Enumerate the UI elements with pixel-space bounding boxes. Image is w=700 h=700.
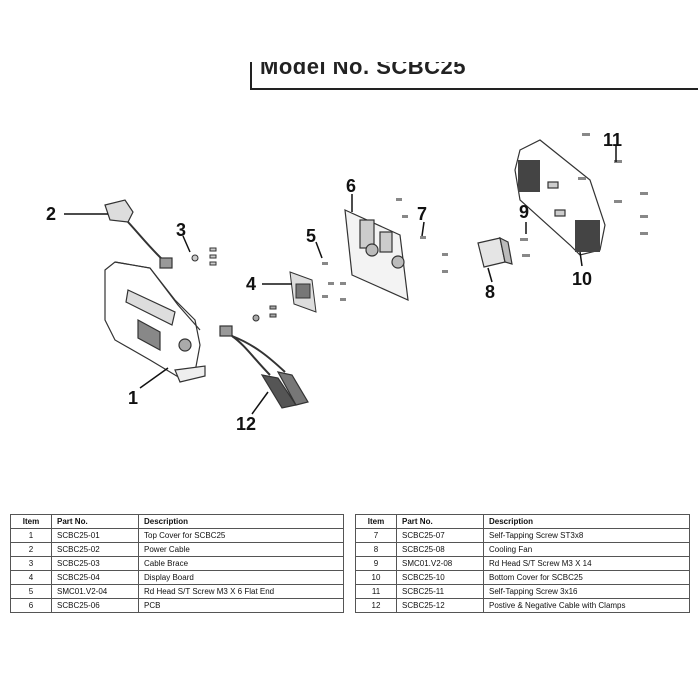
table-row: 4 SCBC25-04 Display Board	[10, 570, 344, 585]
cell-part-no: SCBC25-11	[396, 584, 484, 599]
callout-12: 12	[236, 414, 256, 434]
cell-description: Power Cable	[138, 542, 344, 557]
parts-table-right: Item Part No. Description 7 SCBC25-07 Se…	[355, 514, 690, 613]
parts-table-left: Item Part No. Description 1 SCBC25-01 To…	[10, 514, 344, 613]
cell-part-no: SCBC25-08	[396, 542, 484, 557]
cell-description: Display Board	[138, 570, 344, 585]
part-cooling-fan	[477, 236, 513, 268]
cell-description: Self-Tapping Screw 3x16	[483, 584, 690, 599]
cell-part-no: SCBC25-07	[396, 528, 484, 543]
cell-part-no: SCBC25-01	[51, 528, 139, 543]
part-clamp-cable	[219, 325, 309, 409]
table-row: 12 SCBC25-12 Postive & Negative Cable wi…	[355, 598, 690, 613]
cell-part-no: SCBC25-12	[396, 598, 484, 613]
part-screws-m3x14	[520, 238, 530, 257]
callout-5: 5	[306, 226, 316, 246]
cell-item: 6	[10, 598, 52, 613]
header-description: Description	[483, 514, 690, 529]
cell-item: 10	[355, 570, 397, 585]
callout-2: 2	[46, 204, 56, 224]
cell-description: Postive & Negative Cable with Clamps	[483, 598, 690, 613]
table-row: 5 SMC01.V2-04 Rd Head S/T Screw M3 X 6 F…	[10, 584, 344, 599]
cell-item: 5	[10, 584, 52, 599]
table-header-row: Item Part No. Description	[10, 514, 344, 529]
cell-item: 9	[355, 556, 397, 571]
header-item: Item	[10, 514, 52, 529]
part-display-board	[252, 271, 317, 322]
cell-description: Self-Tapping Screw ST3x8	[483, 528, 690, 543]
cell-item: 1	[10, 528, 52, 543]
callout-8: 8	[485, 282, 495, 302]
cell-description: Cable Brace	[138, 556, 344, 571]
part-screws-st3x8	[396, 198, 448, 273]
callout-1: 1	[128, 388, 138, 408]
exploded-view-drawing: 1 2 3 4 5 6 7 8 9 10 11 12	[46, 130, 648, 434]
cell-item: 8	[355, 542, 397, 557]
title-frame	[250, 62, 698, 90]
part-cable-brace	[191, 247, 217, 266]
cell-part-no: SMC01.V2-04	[51, 584, 139, 599]
cell-item: 3	[10, 556, 52, 571]
part-screws-m3x6	[322, 262, 346, 301]
cell-part-no: SMC01.V2-08	[396, 556, 484, 571]
callout-11: 11	[603, 130, 622, 150]
cell-description: Cooling Fan	[483, 542, 690, 557]
cell-item: 11	[355, 584, 397, 599]
header-item: Item	[355, 514, 397, 529]
cell-part-no: SCBC25-06	[51, 598, 139, 613]
cell-part-no: SCBC25-02	[51, 542, 139, 557]
cell-item: 2	[10, 542, 52, 557]
table-row: 7 SCBC25-07 Self-Tapping Screw ST3x8	[355, 528, 690, 543]
callout-7: 7	[417, 204, 427, 224]
callout-leader-lines	[64, 146, 617, 415]
cell-item: 4	[10, 570, 52, 585]
cell-part-no: SCBC25-03	[51, 556, 139, 571]
cell-item: 12	[355, 598, 397, 613]
table-row: 11 SCBC25-11 Self-Tapping Screw 3x16	[355, 584, 690, 599]
table-row: 2 SCBC25-02 Power Cable	[10, 542, 344, 557]
callout-numbers: 1 2 3 4 5 6 7 8 9 10 11 12	[46, 130, 622, 434]
cell-description: Rd Head S/T Screw M3 X 6 Flat End	[138, 584, 344, 599]
header-part-no: Part No.	[51, 514, 139, 529]
table-row: 8 SCBC25-08 Cooling Fan	[355, 542, 690, 557]
table-row: 1 SCBC25-01 Top Cover for SCBC25	[10, 528, 344, 543]
cell-item: 7	[355, 528, 397, 543]
callout-4: 4	[246, 274, 256, 294]
table-row: 10 SCBC25-10 Bottom Cover for SCBC25	[355, 570, 690, 585]
table-header-row: Item Part No. Description	[355, 514, 690, 529]
table-row: 3 SCBC25-03 Cable Brace	[10, 556, 344, 571]
cell-description: PCB	[138, 598, 344, 613]
header-part-no: Part No.	[396, 514, 484, 529]
part-pcb	[344, 209, 409, 301]
model-title: Model No. SCBC25	[260, 62, 467, 79]
model-title-box: Model No. SCBC25	[250, 62, 700, 90]
part-power-cable	[104, 199, 173, 269]
cell-description: Bottom Cover for SCBC25	[483, 570, 690, 585]
cell-part-no: SCBC25-04	[51, 570, 139, 585]
part-screws-3x16	[578, 133, 648, 235]
callout-3: 3	[176, 220, 186, 240]
header-description: Description	[138, 514, 344, 529]
cell-description: Top Cover for SCBC25	[138, 528, 344, 543]
callout-10: 10	[572, 269, 592, 289]
table-row: 6 SCBC25-06 PCB	[10, 598, 344, 613]
part-top-cover	[104, 261, 206, 383]
part-bottom-cover	[514, 139, 606, 256]
table-row: 9 SMC01.V2-08 Rd Head S/T Screw M3 X 14	[355, 556, 690, 571]
cell-description: Rd Head S/T Screw M3 X 14	[483, 556, 690, 571]
cell-part-no: SCBC25-10	[396, 570, 484, 585]
callout-6: 6	[346, 176, 356, 196]
callout-9: 9	[519, 202, 529, 222]
